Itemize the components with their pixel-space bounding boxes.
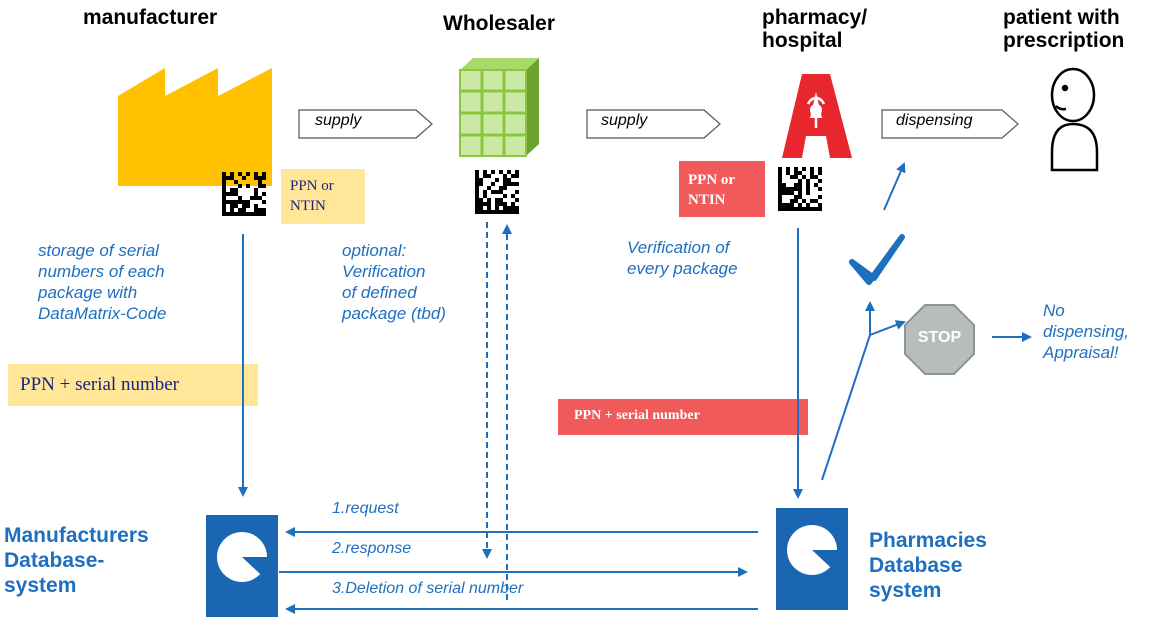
flow-label-dispensing: dispensing: [896, 112, 973, 129]
actor-patient-line2: prescription: [1003, 29, 1125, 52]
db-label-pharmacy-line2: Database: [869, 554, 963, 577]
actor-pharmacy-line1: pharmacy/: [762, 6, 868, 29]
message-response: 2.response: [332, 540, 412, 557]
stop-sign-label: STOP: [917, 329, 962, 346]
actor-wholesaler: Wholesaler: [443, 12, 556, 35]
datamatrix-icon-pharmacy: [778, 167, 822, 211]
actor-patient-line1: patient with: [1003, 6, 1120, 29]
note-stop-result: No dispensing, Appraisal!: [1043, 300, 1129, 363]
database-icon-pharmacy: [776, 508, 848, 610]
code-tag-manufacturer-line2: NTIN: [290, 198, 326, 214]
flow-label-supply-2: supply: [601, 112, 648, 129]
db-label-pharmacy: Pharmacies Database system: [869, 528, 987, 603]
factory-icon: [118, 68, 272, 186]
code-tag-manufacturer-bg: [281, 169, 365, 224]
stop-sign-icon: [904, 304, 975, 375]
actor-pharmacy-line2: hospital: [762, 29, 843, 52]
datamatrix-icon-wholesaler: [475, 170, 519, 214]
serial-box-pharmacy: PPN + serial number: [574, 408, 700, 423]
db-label-manufacturer-line1: Manufacturers: [4, 524, 149, 547]
arrow-branch-up: [821, 301, 875, 481]
note-wholesaler-line3: of defined: [342, 283, 417, 302]
code-tag-pharmacy-line1: PPN or: [688, 172, 736, 188]
note-wholesaler-line1: optional:: [342, 241, 407, 260]
serial-box-pharmacy-bg: [558, 399, 808, 435]
code-tag-manufacturer: PPN or NTIN: [290, 176, 334, 216]
db-label-manufacturer-line2: Database-: [4, 549, 105, 572]
db-label-pharmacy-line3: system: [869, 579, 942, 602]
db-label-pharmacy-line1: Pharmacies: [869, 529, 987, 552]
arrow-branch-stop: [869, 320, 906, 336]
person-icon: [1050, 67, 1099, 172]
code-tag-pharmacy-bg: [679, 161, 765, 217]
pharmacy-a-icon: [782, 74, 852, 158]
db-label-manufacturer-line3: system: [4, 574, 77, 597]
warehouse-icon: [459, 58, 539, 157]
note-manufacturer-line3: package with: [38, 283, 138, 302]
message-deletion: 3.Deletion of serial number: [332, 580, 524, 597]
dispensing-arrow: [881, 109, 1019, 139]
code-tag-manufacturer-line1: PPN or: [290, 178, 334, 194]
note-pharmacy-line2: every package: [627, 259, 738, 278]
note-wholesaler-line2: Verification: [342, 262, 426, 281]
note-stop-result-line3: Appraisal!: [1043, 343, 1119, 362]
note-pharmacy: Verification of every package: [627, 237, 738, 279]
note-pharmacy-line1: Verification of: [627, 238, 730, 257]
note-manufacturer: storage of serial numbers of each packag…: [38, 240, 167, 324]
checkmark-icon: [849, 234, 905, 285]
actor-patient: patient with prescription: [1003, 6, 1124, 52]
arrow-check-up: [883, 162, 906, 211]
note-stop-result-line2: dispensing,: [1043, 322, 1130, 341]
actor-manufacturer: manufacturer: [83, 6, 218, 29]
datamatrix-icon-manufacturer: [222, 172, 266, 216]
serial-box-manufacturer-bg: [8, 364, 258, 406]
note-manufacturer-line4: DataMatrix-Code: [38, 304, 167, 323]
supply-arrow-1: [298, 109, 433, 139]
code-tag-pharmacy-line2: NTIN: [688, 192, 726, 208]
note-manufacturer-line2: numbers of each: [38, 262, 165, 281]
message-request: 1.request: [332, 500, 399, 517]
actor-pharmacy: pharmacy/ hospital: [762, 6, 867, 52]
code-tag-pharmacy: PPN or NTIN: [688, 170, 735, 210]
note-stop-result-line1: No: [1043, 301, 1065, 320]
db-label-manufacturer: Manufacturers Database- system: [4, 523, 149, 598]
note-wholesaler: optional: Verification of defined packag…: [342, 240, 446, 324]
note-manufacturer-line1: storage of serial: [38, 241, 159, 260]
flow-label-supply-1: supply: [315, 112, 362, 129]
note-wholesaler-line4: package (tbd): [342, 304, 446, 323]
database-icon-manufacturer: [206, 515, 278, 617]
serial-box-manufacturer: PPN + serial number: [20, 374, 180, 395]
supply-arrow-2: [586, 109, 721, 139]
